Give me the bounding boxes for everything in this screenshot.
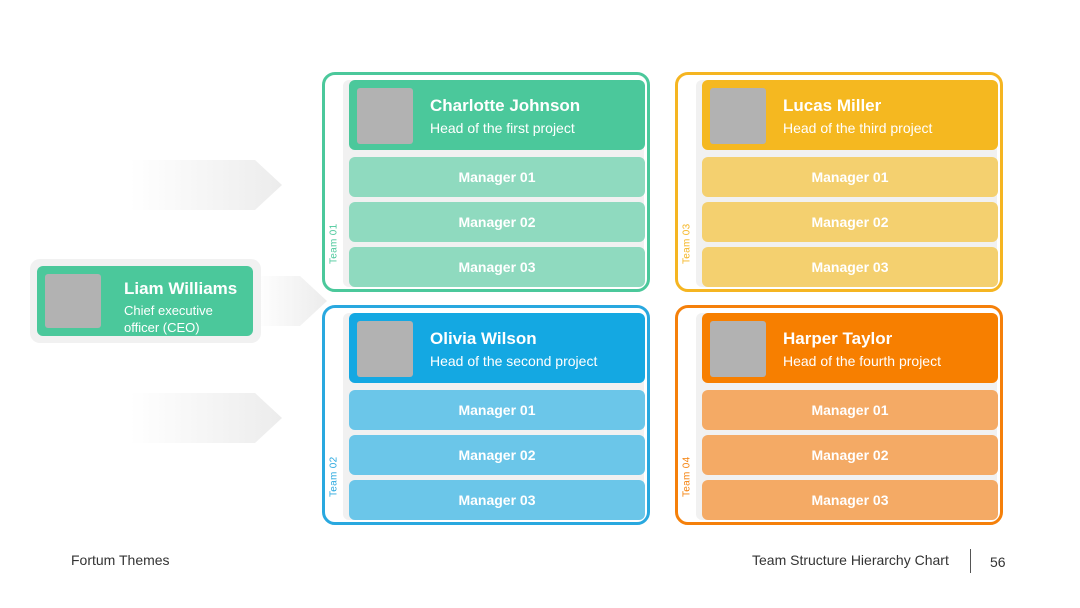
head-photo-placeholder [357,88,413,144]
team-label: Team 02 [328,456,340,497]
footer-divider [970,549,971,573]
manager-card-3: Manager 03 [702,247,998,287]
head-name: Harper Taylor [783,329,893,348]
head-role: Head of the first project [430,120,575,136]
head-role: Head of the third project [783,120,933,136]
footer-title: Team Structure Hierarchy Chart [752,552,949,568]
team-panel-04: Team 04 Harper Taylor Head of the fourth… [675,305,1003,525]
ceo-card: Liam Williams Chief executive officer (C… [37,266,253,336]
head-name: Olivia Wilson [430,329,537,348]
head-name: Lucas Miller [783,96,882,115]
manager-card-3: Manager 03 [349,247,645,287]
page-number: 56 [990,554,1006,570]
head-photo-placeholder [710,321,766,377]
head-photo-placeholder [710,88,766,144]
manager-card-1: Manager 01 [349,390,645,430]
ceo-role: Chief executive officer (CEO) [124,303,213,335]
arrow-shape-top [130,160,282,210]
arrow-shape-middle [255,276,327,326]
manager-card-3: Manager 03 [702,480,998,520]
team-label: Team 01 [328,223,340,264]
head-name: Charlotte Johnson [430,96,581,115]
ceo-photo-placeholder [45,274,101,328]
head-role: Head of the fourth project [783,353,941,369]
ceo-name: Liam Williams [124,279,238,298]
team-head-card: Harper Taylor Head of the fourth project [702,313,998,383]
head-role: Head of the second project [430,353,598,369]
manager-card-1: Manager 01 [702,390,998,430]
team-head-card: Lucas Miller Head of the third project [702,80,998,150]
manager-card-2: Manager 02 [702,435,998,475]
manager-card-2: Manager 02 [349,202,645,242]
manager-card-1: Manager 01 [349,157,645,197]
team-label: Team 04 [681,456,693,497]
team-panel-01: Team 01 Charlotte Johnson Head of the fi… [322,72,650,292]
arrow-shape-bottom [130,393,282,443]
team-head-card: Olivia Wilson Head of the second project [349,313,645,383]
manager-card-1: Manager 01 [702,157,998,197]
manager-card-2: Manager 02 [349,435,645,475]
manager-card-3: Manager 03 [349,480,645,520]
ceo-card-wrapper: Liam Williams Chief executive officer (C… [30,259,261,343]
team-head-card: Charlotte Johnson Head of the first proj… [349,80,645,150]
team-panel-03: Team 03 Lucas Miller Head of the third p… [675,72,1003,292]
footer-brand: Fortum Themes [71,552,170,568]
head-photo-placeholder [357,321,413,377]
team-panel-02: Team 02 Olivia Wilson Head of the second… [322,305,650,525]
team-label: Team 03 [681,223,693,264]
manager-card-2: Manager 02 [702,202,998,242]
